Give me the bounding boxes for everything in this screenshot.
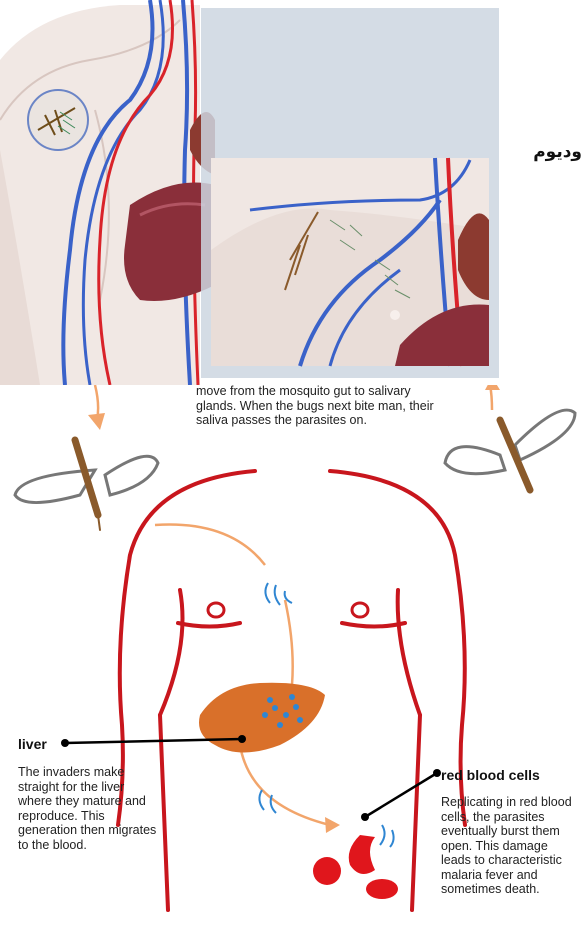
red-blood-cells-caption: Replicating in red blood cells, the para… — [441, 795, 581, 897]
red-blood-cells-heading: red blood cells — [441, 767, 540, 783]
liver-heading: liver — [18, 736, 47, 752]
liver-caption: The invaders make straight for the liver… — [18, 765, 158, 852]
mosquito-left — [15, 440, 158, 530]
red-blood-cells — [313, 835, 398, 899]
mosquito-right — [445, 410, 575, 490]
liver-shape — [199, 683, 325, 753]
parasites-chest — [265, 583, 292, 605]
anatomy-illustration — [0, 0, 582, 385]
anatomy-drawing — [0, 0, 582, 385]
flow-arrows — [95, 385, 492, 825]
mosquito-caption: move from the mosquito gut to salivary g… — [196, 384, 436, 428]
arabic-text-fragment: ودیوم — [533, 142, 582, 162]
lifecycle-diagram: move from the mosquito gut to salivary g… — [0, 385, 582, 934]
